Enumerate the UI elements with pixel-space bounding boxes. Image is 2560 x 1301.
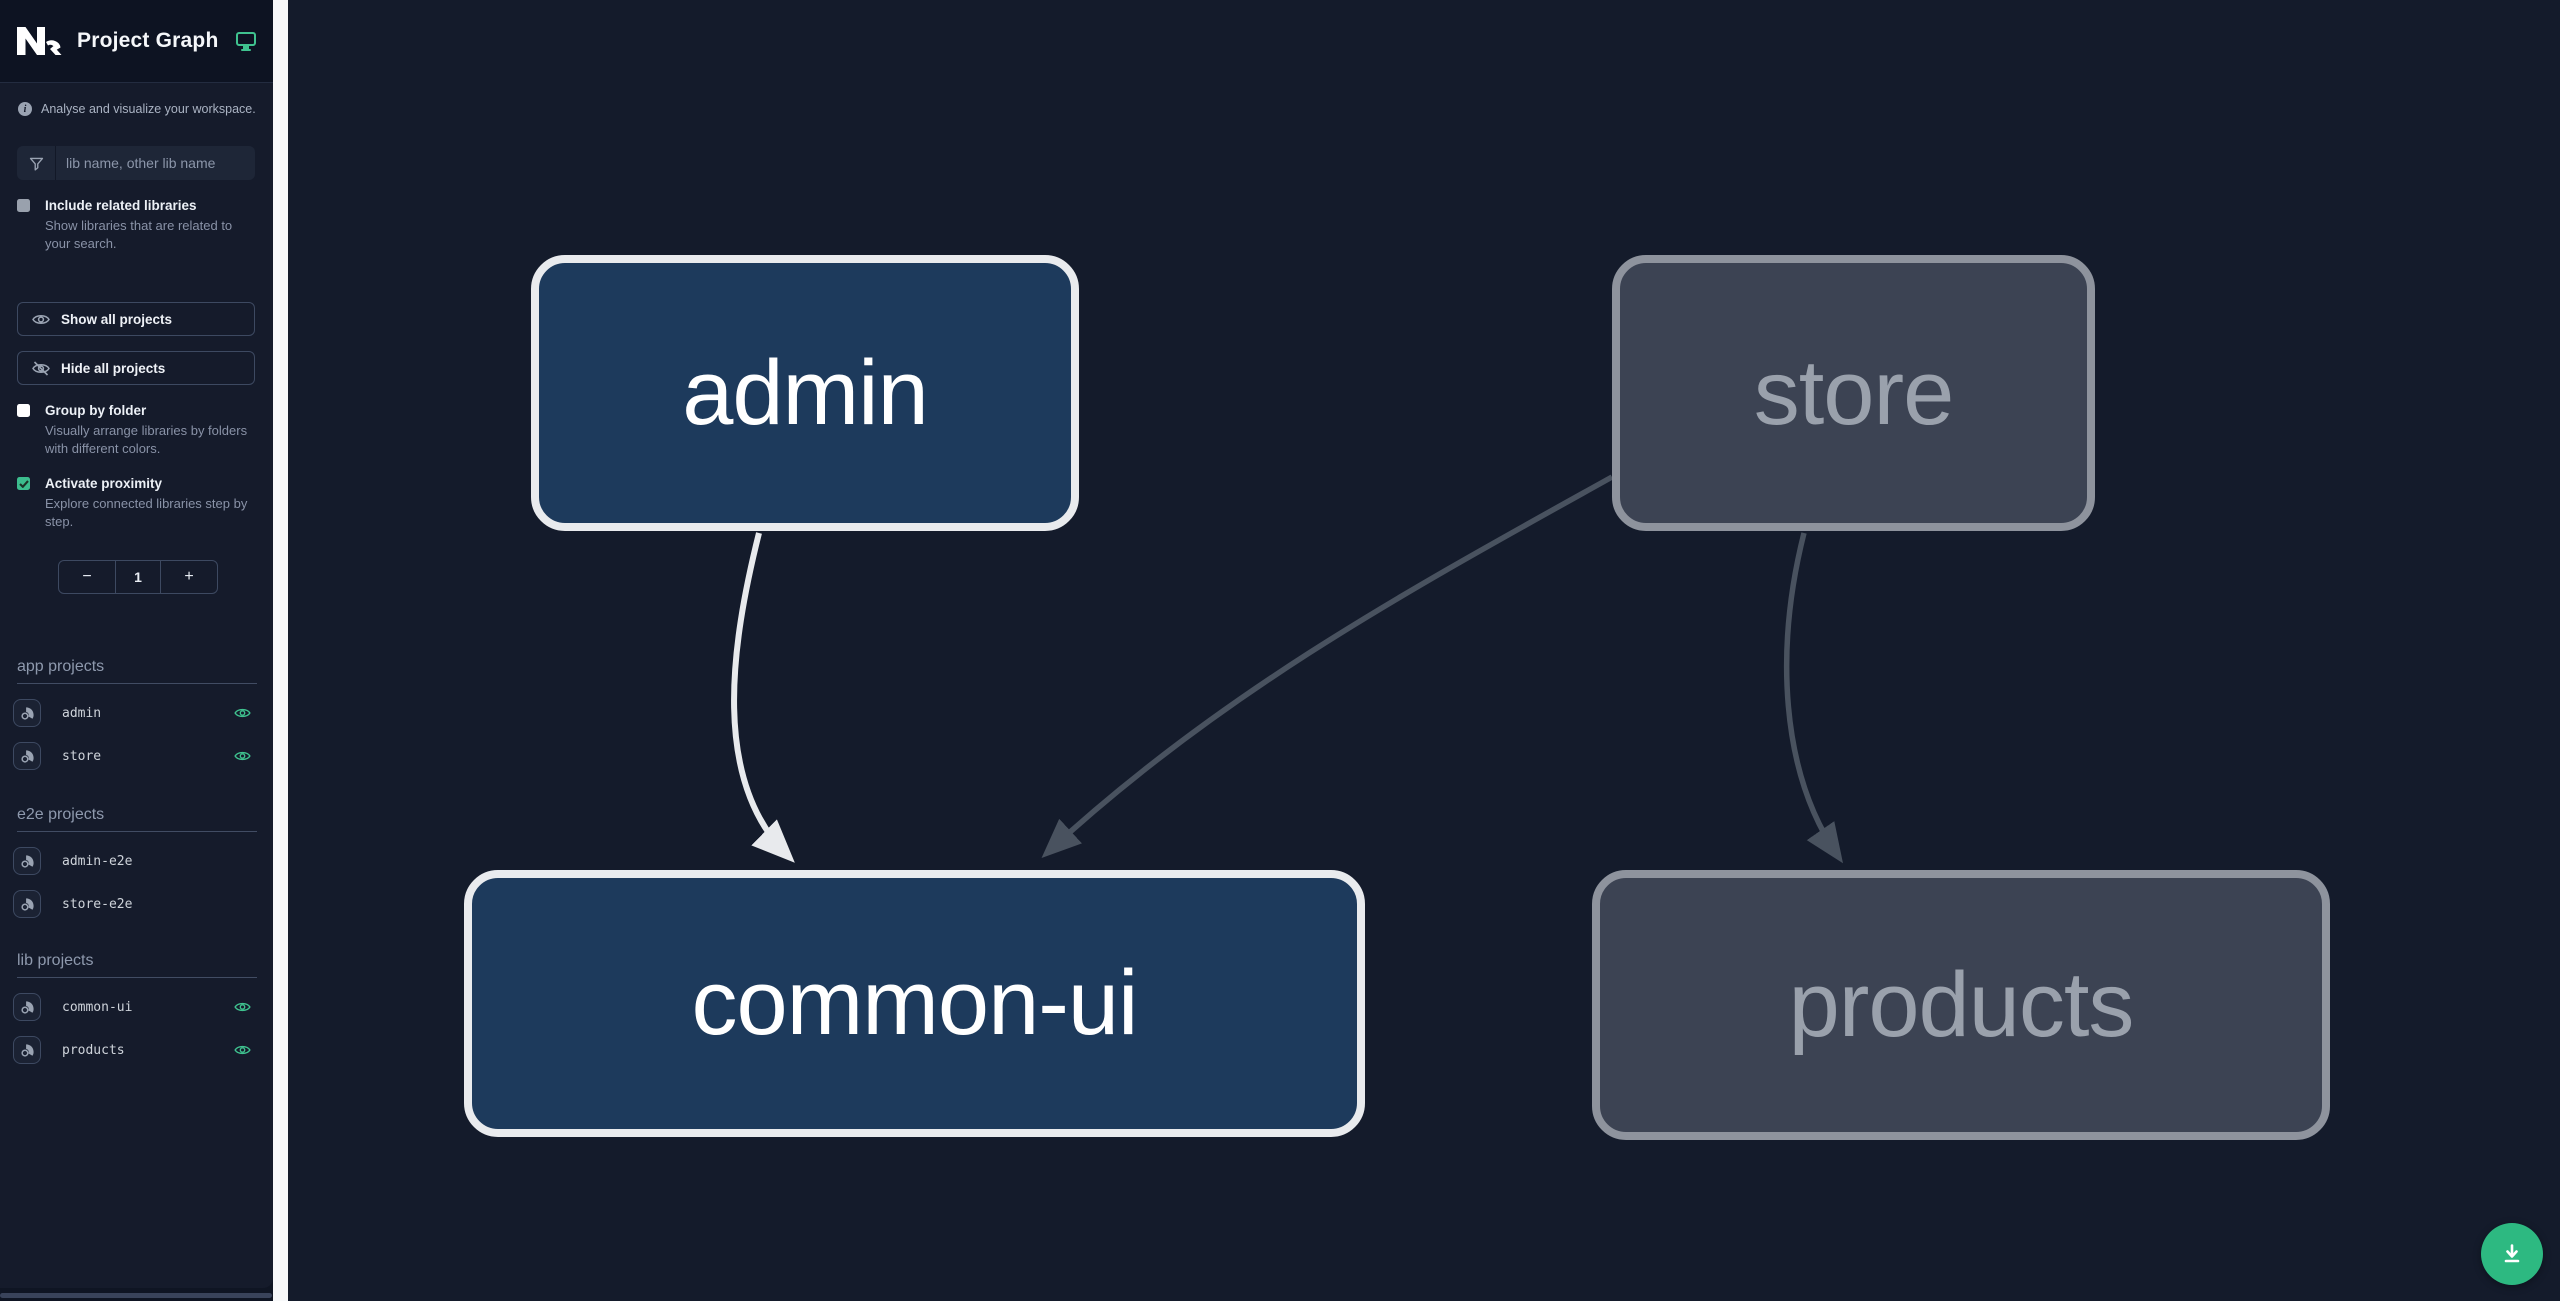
option-description: Visually arrange libraries by folders wi… <box>45 423 248 456</box>
focus-project-button[interactable] <box>13 742 41 770</box>
filter-funnel-icon <box>17 146 56 180</box>
project-name: store <box>62 748 102 764</box>
download-button[interactable] <box>2481 1223 2543 1285</box>
proximity-value: 1 <box>115 561 161 593</box>
focus-project-button[interactable] <box>13 1036 41 1064</box>
monitor-icon[interactable] <box>235 31 257 51</box>
eye-icon[interactable] <box>234 707 251 719</box>
project-name: admin <box>62 705 102 721</box>
proximity-decrement-button[interactable]: − <box>59 561 115 593</box>
proximity-stepper: − 1 + <box>58 560 218 594</box>
info-icon: i <box>18 102 32 116</box>
eye-icon[interactable] <box>234 1044 251 1056</box>
panel-resizer[interactable] <box>273 0 288 1301</box>
nx-logo <box>17 27 62 55</box>
focus-project-icon <box>20 706 34 720</box>
search-box <box>17 146 255 180</box>
option-label[interactable]: Activate proximity <box>45 476 163 491</box>
focus-project-icon <box>20 854 34 868</box>
project-row-common-ui: common-ui <box>13 993 257 1021</box>
check-icon <box>18 479 29 488</box>
hide-all-projects-button[interactable]: Hide all projects <box>17 351 255 385</box>
checkbox-group-by-folder[interactable] <box>17 404 30 417</box>
graph-canvas[interactable]: admin store common-ui products <box>288 0 2560 1301</box>
intro-row: i Analyse and visualize your workspace. <box>0 83 273 116</box>
eye-icon[interactable] <box>234 1001 251 1013</box>
focus-project-icon <box>20 749 34 763</box>
option-label[interactable]: Group by folder <box>45 403 147 418</box>
section-title-lib-projects: lib projects <box>17 952 257 978</box>
focus-project-icon <box>20 897 34 911</box>
graph-node-store[interactable]: store <box>1612 255 2095 531</box>
edge-store-to-products <box>1783 532 1843 864</box>
option-label[interactable]: Include related libraries <box>45 198 197 213</box>
hide-all-projects-label: Hide all projects <box>61 360 166 376</box>
sidebar-panel: Project Graph i Analyse and visualize yo… <box>0 0 273 1288</box>
show-all-projects-label: Show all projects <box>61 311 173 327</box>
project-row-admin-e2e: admin-e2e <box>13 847 257 875</box>
focus-project-button[interactable] <box>13 993 41 1021</box>
checkbox-activate-proximity[interactable] <box>17 477 30 490</box>
edge-admin-to-common-ui <box>731 532 795 863</box>
sidebar: Project Graph i Analyse and visualize yo… <box>0 0 273 1301</box>
project-name: products <box>62 1042 125 1058</box>
project-row-store: store <box>13 742 257 770</box>
graph-edges <box>731 474 1843 864</box>
section-title-e2e-projects: e2e projects <box>17 806 257 832</box>
download-icon <box>2504 1244 2520 1263</box>
project-name: store-e2e <box>62 896 133 912</box>
section-title-app-projects: app projects <box>17 658 257 684</box>
option-activate-proximity: Activate proximity Explore connected lib… <box>17 475 257 531</box>
graph-node-admin[interactable]: admin <box>531 255 1079 531</box>
intro-text: Analyse and visualize your workspace. <box>41 102 256 116</box>
app-title: Project Graph <box>77 29 219 52</box>
proximity-increment-button[interactable]: + <box>161 561 217 593</box>
project-name: admin-e2e <box>62 853 133 869</box>
focus-project-button[interactable] <box>13 699 41 727</box>
project-row-store-e2e: store-e2e <box>13 890 257 918</box>
project-row-admin: admin <box>13 699 257 727</box>
graph-node-products[interactable]: products <box>1592 870 2330 1140</box>
option-group-by-folder: Group by folder Visually arrange librari… <box>17 402 257 458</box>
project-name: common-ui <box>62 999 133 1015</box>
focus-project-icon <box>20 1000 34 1014</box>
graph-node-common-ui[interactable]: common-ui <box>464 870 1365 1137</box>
show-all-projects-button[interactable]: Show all projects <box>17 302 255 336</box>
eye-icon[interactable] <box>234 750 251 762</box>
project-row-products: products <box>13 1036 257 1064</box>
focus-project-icon <box>20 1043 34 1057</box>
eye-off-icon <box>32 360 50 376</box>
app-header: Project Graph <box>0 0 273 83</box>
option-description: Show libraries that are related to your … <box>45 218 233 251</box>
focus-project-button[interactable] <box>13 890 41 918</box>
option-include-related: Include related libraries Show libraries… <box>17 197 257 253</box>
sidebar-horizontal-scrollbar[interactable] <box>0 1293 272 1298</box>
eye-icon <box>32 314 50 324</box>
focus-project-button[interactable] <box>13 847 41 875</box>
checkbox-include-related[interactable] <box>17 199 30 212</box>
search-input[interactable] <box>56 146 255 180</box>
edge-store-to-common-ui <box>1041 474 1614 858</box>
option-description: Explore connected libraries step by step… <box>45 496 248 529</box>
